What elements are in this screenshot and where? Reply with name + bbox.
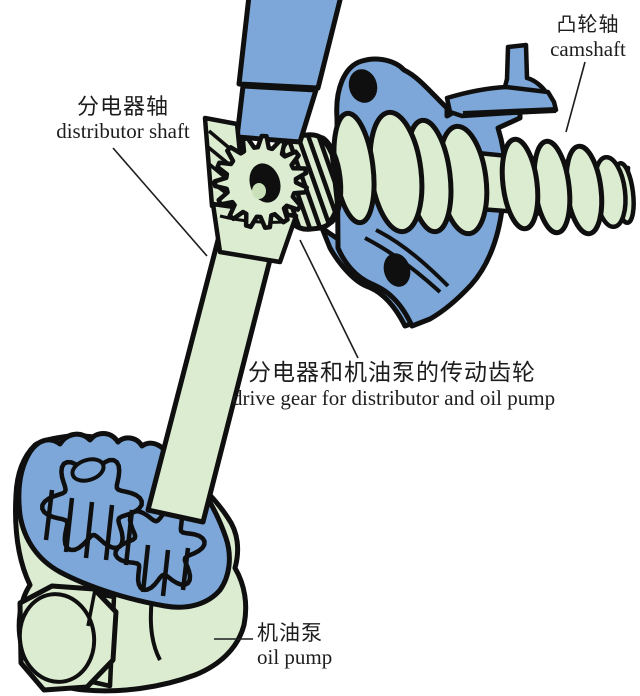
leader-line-distributor-shaft [112,147,208,257]
cam-lobe-4 [499,136,541,232]
housing-strap-line2 [375,228,450,288]
drive-gear [212,133,309,231]
label-distributor-shaft-zh: 分电器轴 [76,94,169,119]
upper-shaft-wide [236,0,343,91]
label-oil-pump-en: oil pump [257,645,333,670]
pump-rotor-teeth [43,489,191,597]
label-drive-gear: 分电器和机油泵的传动齿轮 drive gear for distributor … [232,360,556,411]
camshaft [331,109,636,237]
label-drive-gear-en: drive gear for distributor and oil pump [232,386,556,411]
leader-line-drive-gear [299,239,359,359]
helical-gear-shadow [319,135,344,225]
label-oil-pump-zh: 机油泵 [257,621,323,645]
label-camshaft-zh: 凸轮轴 [556,14,620,36]
hex-bolt-face [17,592,97,684]
label-distributor-shaft: 分电器轴 distributor shaft [28,94,218,143]
hex-bolt-facet [86,589,97,627]
rocker-arm-shadow [462,107,557,117]
upper-shaft-neck [234,83,319,145]
label-oil-pump: 机油泵 oil pump [257,621,397,669]
label-camshaft-en: camshaft [550,37,626,61]
distributor-upper-shaft [234,0,343,145]
housing-bolt-hole-top [348,69,378,103]
label-distributor-shaft-en: distributor shaft [56,119,190,144]
leader-line-camshaft [565,61,586,133]
housing-bolt-hole-bottom [383,253,411,287]
drive-gear-hole-highlight [252,183,266,199]
pump-shaft-pin [70,457,106,483]
label-drive-gear-zh: 分电器和机油泵的传动齿轮 [248,360,536,385]
label-camshaft: 凸轮轴 camshaft [518,14,640,61]
